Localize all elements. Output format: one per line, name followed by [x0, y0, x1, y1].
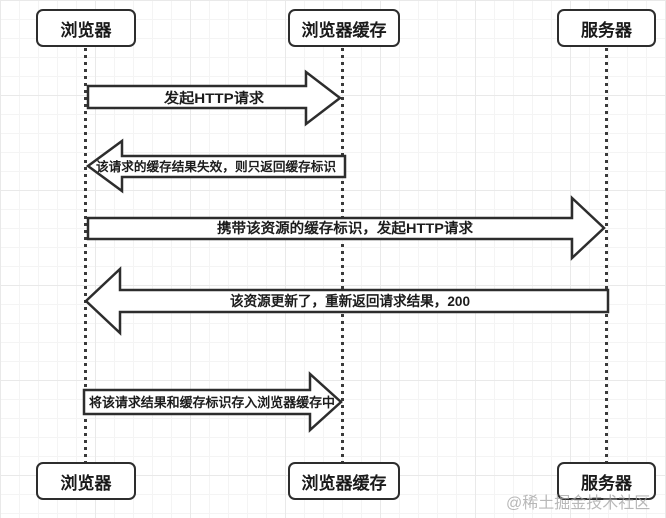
actor-browser-bottom-label: 浏览器 — [60, 473, 112, 493]
message-2-left-arrow-shape — [85, 138, 347, 194]
actor-browser-cache-top-label: 浏览器缓存 — [301, 20, 387, 40]
message-3-label: 携带该资源的缓存标识，发起HTTP请求 — [217, 220, 474, 236]
lifeline-server — [605, 48, 608, 462]
message-3-right-arrow-shape — [86, 195, 606, 261]
actor-server-bottom: 服务器 — [557, 462, 656, 500]
message-4-label: 该资源更新了，重新返回请求结果，200 — [230, 293, 470, 309]
message-4-left-arrow-shape — [84, 266, 610, 336]
message-1-label: 发起HTTP请求 — [163, 90, 265, 106]
message-5-label: 将该请求结果和缓存标识存入浏览器缓存中 — [89, 395, 335, 410]
actor-browser-top-label: 浏览器 — [60, 20, 112, 40]
message-1-right-arrow-shape — [86, 69, 343, 127]
message-2-label: 该请求的缓存结果失效，则只返回缓存标识 — [96, 159, 336, 174]
message-3: 携带该资源的缓存标识，发起HTTP请求 — [86, 195, 606, 261]
watermark-text: @稀土掘金技术社区 — [506, 495, 651, 512]
message-5-right-arrow-shape — [82, 371, 343, 433]
actor-browser-cache-bottom-label: 浏览器缓存 — [301, 473, 387, 493]
lifeline-browser — [84, 48, 87, 462]
actor-server-bottom-label: 服务器 — [581, 473, 632, 493]
actor-browser-top: 浏览器 — [36, 9, 136, 47]
message-4: 该资源更新了，重新返回请求结果，200 — [84, 266, 610, 336]
actor-server-top-label: 服务器 — [581, 20, 632, 40]
message-1: 发起HTTP请求 — [86, 69, 343, 127]
actor-server-top: 服务器 — [557, 9, 656, 47]
lifeline-browser-cache — [341, 48, 344, 462]
actor-browser-bottom: 浏览器 — [36, 462, 136, 500]
actor-browser-cache-bottom: 浏览器缓存 — [288, 462, 400, 500]
message-2: 该请求的缓存结果失效，则只返回缓存标识 — [85, 138, 347, 194]
message-5: 将该请求结果和缓存标识存入浏览器缓存中 — [82, 371, 343, 433]
actor-browser-cache-top: 浏览器缓存 — [288, 9, 400, 47]
